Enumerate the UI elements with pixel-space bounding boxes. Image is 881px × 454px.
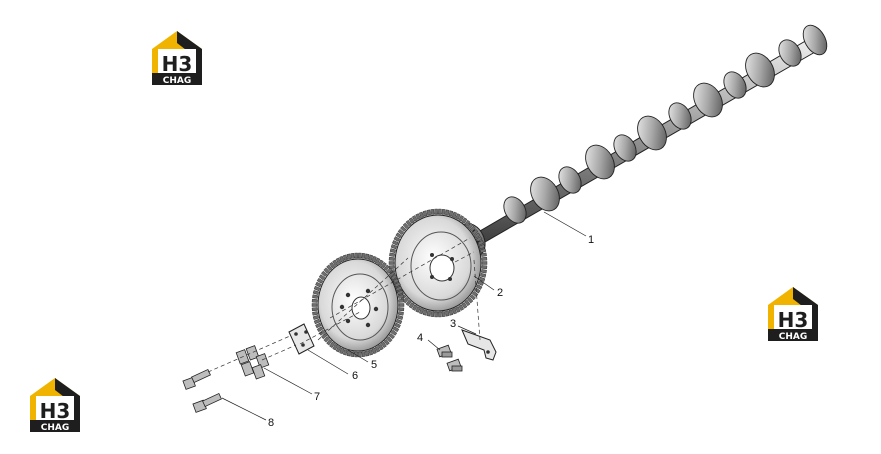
- callout-1: 1: [588, 234, 594, 246]
- intermediate-gear: [311, 252, 405, 358]
- callout-8: 8: [268, 417, 274, 429]
- thrust-plate: [288, 323, 315, 355]
- logo-caption: CHAG: [41, 423, 70, 433]
- callout-6: 6: [352, 370, 358, 382]
- callout-labels: 1 2 3 4 5 6 7 8: [268, 234, 594, 429]
- bolt-8b: [192, 392, 222, 413]
- logo-caption: CHAG: [163, 76, 192, 86]
- bolt-8a: [182, 368, 211, 390]
- callout-4: 4: [417, 332, 423, 344]
- leader-lines: [221, 211, 587, 421]
- camshaft: [458, 24, 828, 257]
- alignment-lines: [207, 237, 481, 373]
- bolt-4a: [436, 344, 453, 358]
- callout-3: 3: [450, 318, 456, 330]
- callout-7: 7: [314, 391, 320, 403]
- bracket: [461, 329, 497, 361]
- logo-mark: H3: [162, 52, 193, 76]
- brand-logo-right: H3 CHAG: [768, 287, 818, 342]
- logo-caption: CHAG: [779, 332, 808, 342]
- brand-logo-bottom-left: H3 CHAG: [30, 378, 80, 433]
- bolt-group-7: [235, 345, 270, 380]
- logo-mark: H3: [778, 308, 809, 332]
- callout-5: 5: [371, 359, 377, 371]
- logo-mark: H3: [40, 399, 71, 423]
- callout-2: 2: [497, 287, 503, 299]
- brand-logo-top-left: H3 CHAG: [152, 31, 202, 86]
- bolt-4b: [446, 358, 463, 372]
- gear-teeth: [311, 252, 405, 358]
